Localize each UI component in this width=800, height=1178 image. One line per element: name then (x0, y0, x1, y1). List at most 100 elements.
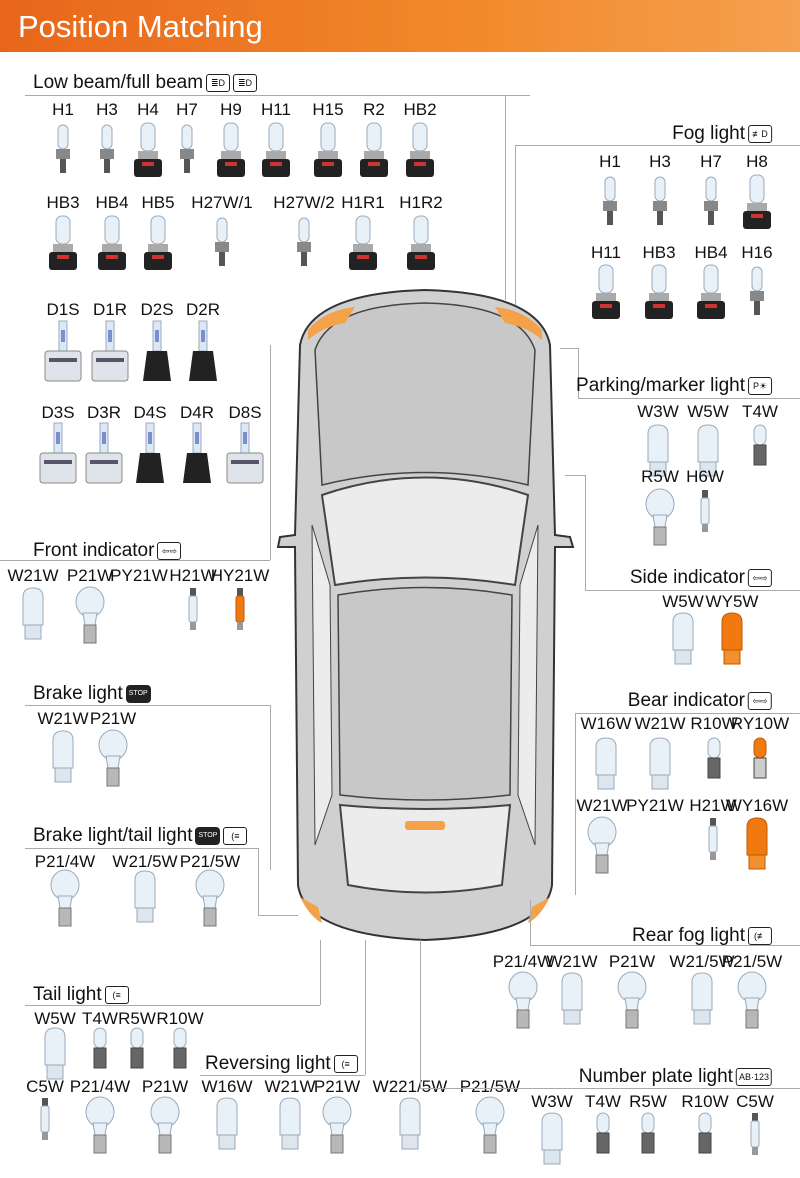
leader-line (258, 915, 298, 916)
bulb-label: HB4 (95, 193, 129, 212)
bulb-image (705, 815, 721, 870)
bulb-label: H6W (686, 467, 724, 486)
leader-line (200, 1075, 365, 1076)
bulb-image (258, 120, 294, 187)
bulb-label: H1 (52, 100, 74, 119)
bulb-label: HB2 (403, 100, 437, 119)
leader-line (25, 1005, 320, 1006)
bulb-label: H4 (137, 100, 159, 119)
group-title-text: Bear indicator (627, 690, 745, 711)
bulb-image (82, 420, 126, 495)
bulb-image (735, 970, 769, 1035)
tail-light-title: Tail light(≡ (33, 984, 129, 1006)
bulb-label: R10W (156, 1009, 204, 1028)
group-title-text: Side indicator (629, 567, 745, 588)
bulb-image (750, 422, 770, 475)
bulb-image (175, 420, 219, 495)
bulb-image (223, 420, 267, 495)
bulb-image (90, 1025, 110, 1078)
bulb-image (638, 1110, 658, 1163)
stop-icon: STOP (195, 827, 221, 845)
bulb-label: W16W (201, 1077, 253, 1096)
bulb-image (588, 262, 624, 329)
leader-line (575, 713, 576, 895)
bulb-image (668, 610, 698, 673)
bulb-label: H11 (591, 243, 621, 262)
parking-light-icon: P☀ (748, 377, 772, 395)
bulb-image (210, 213, 234, 273)
bulb-label: W21W (37, 709, 89, 728)
bulb-image (598, 172, 622, 232)
bulb-image (699, 172, 723, 232)
bulb-image (693, 422, 723, 485)
leader-line (270, 705, 271, 870)
bulb-image (213, 120, 249, 187)
bulb-label: HB4 (694, 243, 728, 262)
bear-indicator-title: Bear indicator⇦⇨ (628, 690, 772, 712)
bulb-image (643, 422, 673, 485)
front-indicator-title: Front indicator⇦⇨ (33, 540, 182, 562)
bulb-image (687, 970, 717, 1033)
bulb-image (403, 213, 439, 280)
bulb-label: H15 (312, 100, 344, 119)
leader-line (25, 705, 270, 706)
bulb-image (95, 120, 119, 180)
bulb-image (356, 120, 392, 187)
bulb-label: H1R1 (341, 193, 385, 212)
bulb-label: RY10W (730, 714, 790, 733)
bulb-image (88, 318, 132, 393)
roof (337, 586, 513, 801)
high-beam-icon: ≣D (233, 74, 258, 92)
bulb-label: P21/4W (492, 952, 554, 971)
bulb-image (232, 585, 248, 640)
indicator-arrows-icon: ⇦⇨ (748, 692, 772, 710)
group-title-text: Fog light (672, 123, 745, 144)
bulb-label: C5W (736, 1092, 774, 1111)
bulb-image (130, 868, 160, 931)
taillight-right (528, 897, 550, 923)
low-beam-icon: ≣D (206, 74, 231, 92)
bulb-image (41, 318, 85, 393)
bulb-label: WY5W (705, 592, 759, 611)
bulb-label: D2R (185, 300, 221, 319)
bulb-label: R5W (629, 1092, 667, 1111)
indicator-arrows-icon: ⇦⇨ (157, 542, 182, 560)
bulb-image (275, 1095, 305, 1158)
leader-line (575, 713, 800, 714)
bulb-label: W21W (576, 796, 628, 815)
leader-line (515, 145, 516, 305)
tail-light-icon: (≡ (223, 827, 248, 845)
headlight-right (495, 307, 542, 340)
bulb-image (51, 120, 75, 180)
bulb-image (140, 213, 176, 280)
bulb-label: R5W (641, 467, 679, 486)
bulb-label: T4W (742, 402, 778, 421)
car-top-view (276, 288, 575, 942)
bulb-image (18, 585, 48, 648)
bulb-image (212, 1095, 242, 1158)
number-plate-icon: AB·123 (735, 1068, 772, 1086)
bulb-label: P21W (66, 566, 114, 585)
bulb-label: H16 (741, 243, 773, 262)
bulb-label: R2 (363, 100, 385, 119)
bulb-image (506, 970, 540, 1035)
bulb-image (750, 735, 770, 788)
bulb-image (402, 120, 438, 187)
bulb-label: W16W (580, 714, 632, 733)
bulb-image (693, 262, 729, 329)
group-title-text: Number plate light (578, 1066, 733, 1087)
bulb-label: C5W (26, 1077, 64, 1096)
leader-line (420, 1088, 800, 1089)
bulb-image (94, 213, 130, 280)
leader-line (585, 475, 586, 590)
bulb-label: W21W (7, 566, 59, 585)
bulb-image (641, 262, 677, 329)
leader-line (530, 900, 531, 945)
fog-light-title: Fog light≢D (672, 123, 772, 145)
bulb-image (473, 1095, 507, 1160)
bulb-label: HB5 (141, 193, 175, 212)
